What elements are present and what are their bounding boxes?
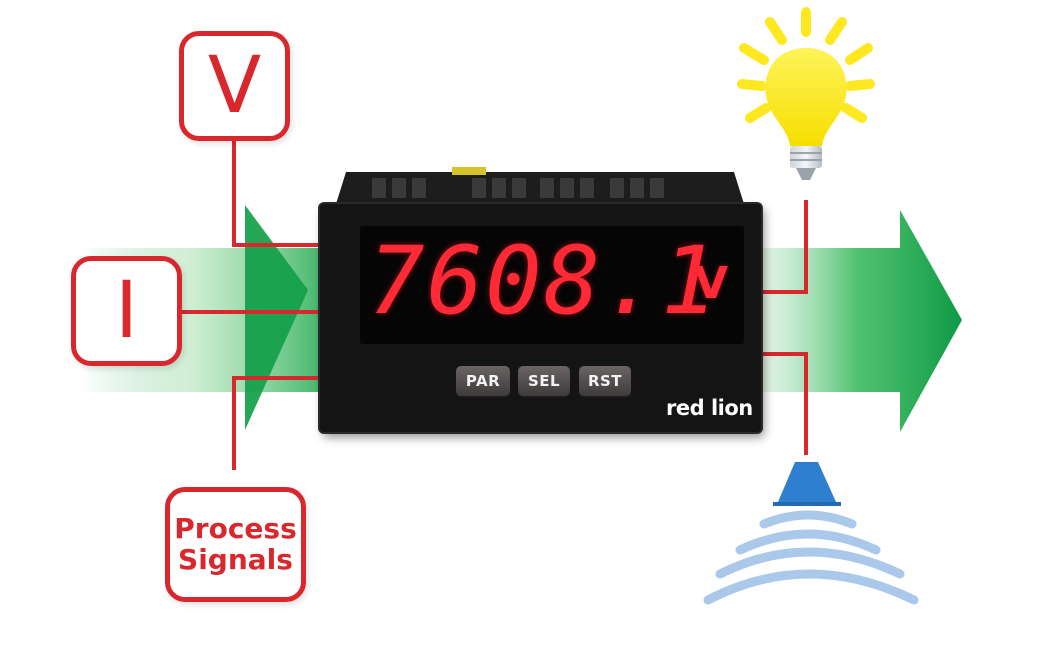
process-label-line1: Process: [174, 512, 297, 546]
wire-voltage: [232, 141, 320, 247]
brand-logo: red lion: [666, 396, 753, 420]
input-arrow-head: [245, 205, 308, 430]
process-label-line2: Signals: [178, 542, 293, 576]
rst-button[interactable]: RST: [579, 366, 631, 396]
wire-process: [232, 376, 320, 470]
voltage-symbol: V: [207, 41, 262, 131]
current-symbol: I: [114, 266, 138, 356]
sel-button[interactable]: SEL: [518, 366, 570, 396]
light-bulb-icon: [737, 7, 875, 180]
current-input-box: I: [71, 256, 182, 366]
wire-output-bulb: [760, 200, 808, 294]
voltage-input-box: V: [179, 31, 290, 141]
meter-unit: V: [694, 258, 729, 309]
meter-reading: 7608.1: [368, 227, 720, 336]
par-button[interactable]: PAR: [456, 366, 510, 396]
process-signals-box: Process Signals: [165, 487, 306, 602]
wire-output-buzzer: [760, 352, 808, 455]
display-window: [360, 226, 744, 344]
buzzer-icon: [703, 462, 919, 605]
